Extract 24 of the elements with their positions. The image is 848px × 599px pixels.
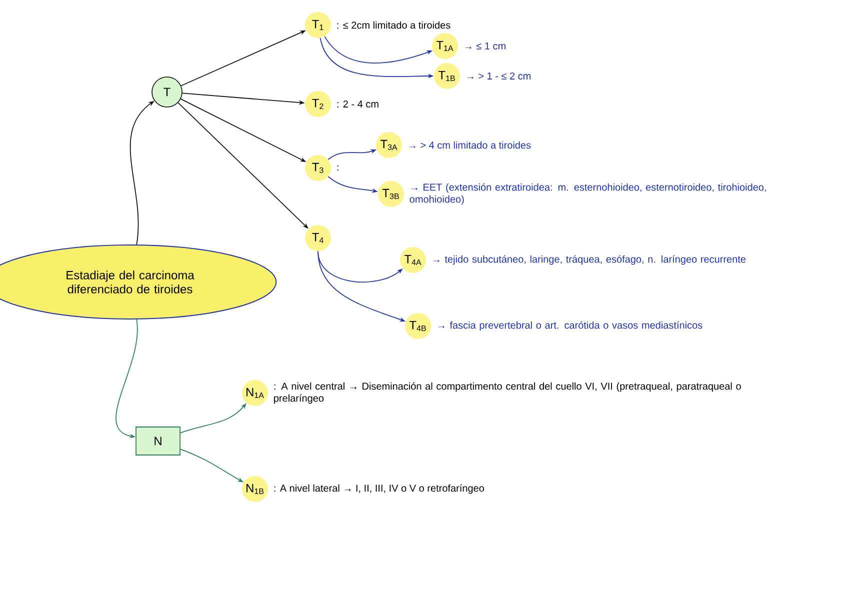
stage-label: T$_{1B}$ bbox=[434, 63, 460, 89]
stage-description: : ≤ 2cm limitado a tiroides bbox=[337, 21, 450, 29]
stage-description: → EET (extensión extratiroidea: m. esternohioideo, esternotiroideo, tirohioideo, omohioideo) bbox=[410, 183, 766, 205]
stage-description: : 2 - 4 cm bbox=[337, 100, 378, 108]
stage-description: → tejido subcutáneo, laringe, tráquea, esófago, n. laríngeo recurrente bbox=[433, 255, 746, 265]
stage-description: → fascia prevertebral o art. carótida o vasos mediastínicos bbox=[438, 321, 702, 331]
stage-label: T$_{3B}$ bbox=[378, 181, 404, 207]
stage-label: T$_{3A}$ bbox=[376, 132, 402, 158]
stage-label: T$_{2}$ bbox=[305, 91, 331, 117]
stage-label: T$_{4}$ bbox=[305, 225, 331, 251]
stage-description: : A nivel central → Diseminación al compartimento central del cuello VI, VII (pretraqueal, paratraqueal o prelaríngeo bbox=[274, 382, 741, 404]
stage-label: N$_{1A}$ bbox=[242, 380, 268, 406]
category-box: N bbox=[136, 426, 180, 456]
stage-description: → > 1 - ≤ 2 cm bbox=[467, 72, 531, 80]
stage-description: → > 4 cm limitado a tiroides bbox=[409, 141, 531, 149]
stage-label: T$_{1}$ bbox=[305, 12, 331, 38]
stage-description: → ≤ 1 cm bbox=[465, 42, 506, 50]
stage-label: T$_{3}$ bbox=[305, 155, 331, 181]
stage-label: N$_{1B}$ bbox=[242, 476, 268, 502]
stage-label: T$_{1A}$ bbox=[432, 33, 458, 59]
stage-description: : A nivel lateral → I, II, III, IV o V o retrofaríngeo bbox=[274, 484, 484, 494]
stage-description: : bbox=[337, 165, 338, 171]
stage-label: T$_{4A}$ bbox=[400, 247, 426, 273]
stage-label: T$_{4B}$ bbox=[405, 313, 431, 339]
